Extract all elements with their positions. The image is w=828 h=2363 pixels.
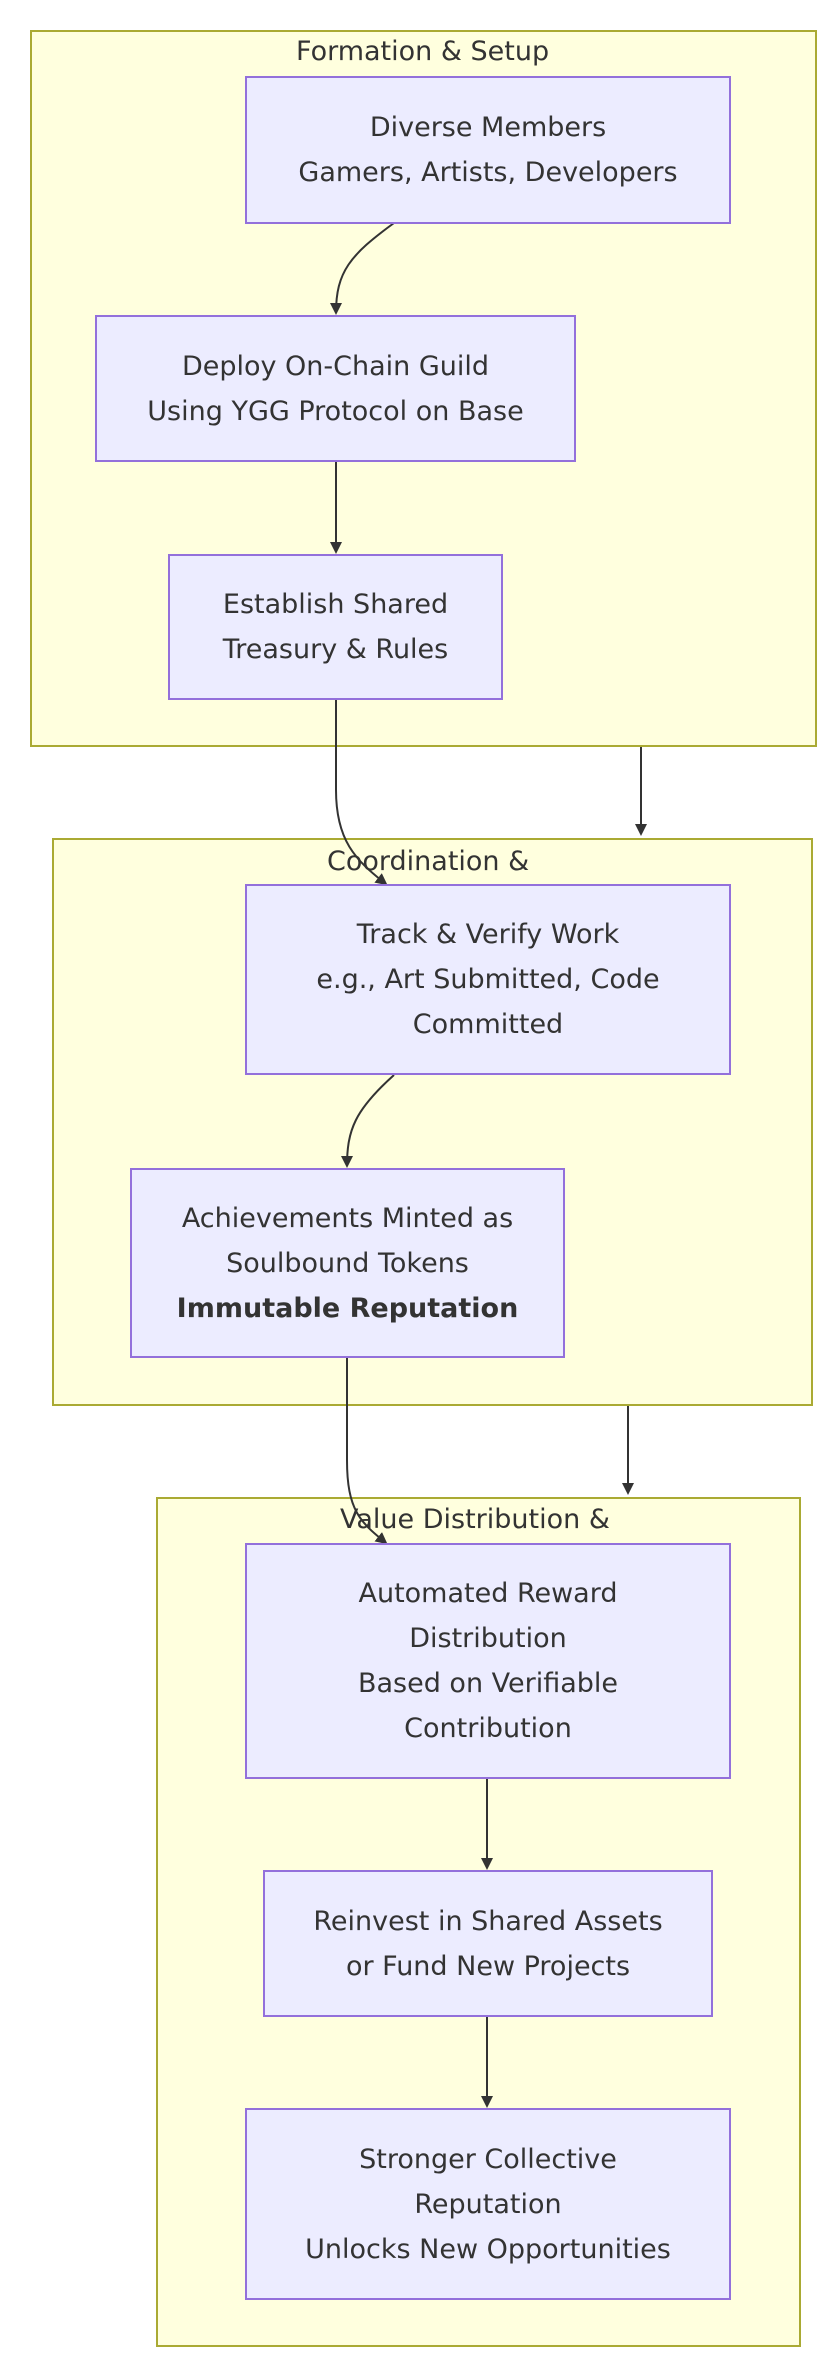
node-track-verify-line3: Committed: [412, 1009, 564, 1040]
node-achievements-line1: Achievements Minted as: [181, 1202, 514, 1234]
node-stronger-reputation-line2: Reputation: [414, 2188, 562, 2220]
node-stronger-reputation-line3: Unlocks New Opportunities: [305, 2233, 671, 2265]
node-deploy-guild: Deploy On-Chain Guild Using YGG Protocol…: [95, 315, 576, 462]
edge-achievements-to-reward: [346, 1357, 388, 1545]
node-achievements-line3: Immutable Reputation: [176, 1292, 519, 1324]
node-stronger-reputation-line1: Stronger Collective: [359, 2143, 617, 2175]
node-establish-treasury-line1: Establish Shared: [222, 589, 449, 620]
node-diverse-members: Diverse Members Gamers, Artists, Develop…: [245, 76, 731, 224]
node-automated-reward-line2: Distribution: [409, 1623, 567, 1654]
node-deploy-guild-line1: Deploy On-Chain Guild: [181, 350, 490, 382]
node-achievements: Achievements Minted as Soulbound Tokens …: [130, 1168, 565, 1358]
cluster-title-value: Value Distribution &: [340, 1504, 610, 1535]
cluster-title-formation: Formation & Setup: [296, 36, 550, 67]
node-deploy-guild-line2: Using YGG Protocol on Base: [147, 395, 524, 427]
node-stronger-reputation: Stronger Collective Reputation Unlocks N…: [245, 2108, 731, 2300]
node-achievements-line2: Soulbound Tokens: [226, 1247, 469, 1279]
node-establish-treasury-line2: Treasury & Rules: [222, 634, 449, 665]
node-automated-reward-line1: Automated Reward: [358, 1578, 618, 1609]
node-diverse-members-line1: Diverse Members: [369, 112, 607, 143]
edge-members-to-deploy: [330, 222, 395, 315]
node-automated-reward: Automated Reward Distribution Based on V…: [245, 1543, 731, 1779]
node-track-verify: Track & Verify Work e.g., Art Submitted,…: [245, 884, 731, 1075]
node-automated-reward-line4: Contribution: [404, 1713, 572, 1744]
cluster-title-coordination: Coordination &: [327, 846, 530, 877]
node-establish-treasury: Establish Shared Treasury & Rules: [168, 554, 503, 700]
node-reinvest-line1: Reinvest in Shared Assets: [313, 1905, 663, 1937]
node-automated-reward-line3: Based on Verifiable: [357, 1668, 619, 1699]
node-diverse-members-line2: Gamers, Artists, Developers: [298, 157, 678, 188]
node-reinvest-line2: or Fund New Projects: [345, 1950, 631, 1982]
edge-track-to-achievements: [341, 1074, 395, 1168]
node-track-verify-line1: Track & Verify Work: [356, 919, 620, 950]
node-reinvest: Reinvest in Shared Assets or Fund New Pr…: [263, 1870, 713, 2017]
edge-treasury-to-track: [335, 700, 388, 886]
node-track-verify-line2: e.g., Art Submitted, Code: [316, 964, 660, 995]
